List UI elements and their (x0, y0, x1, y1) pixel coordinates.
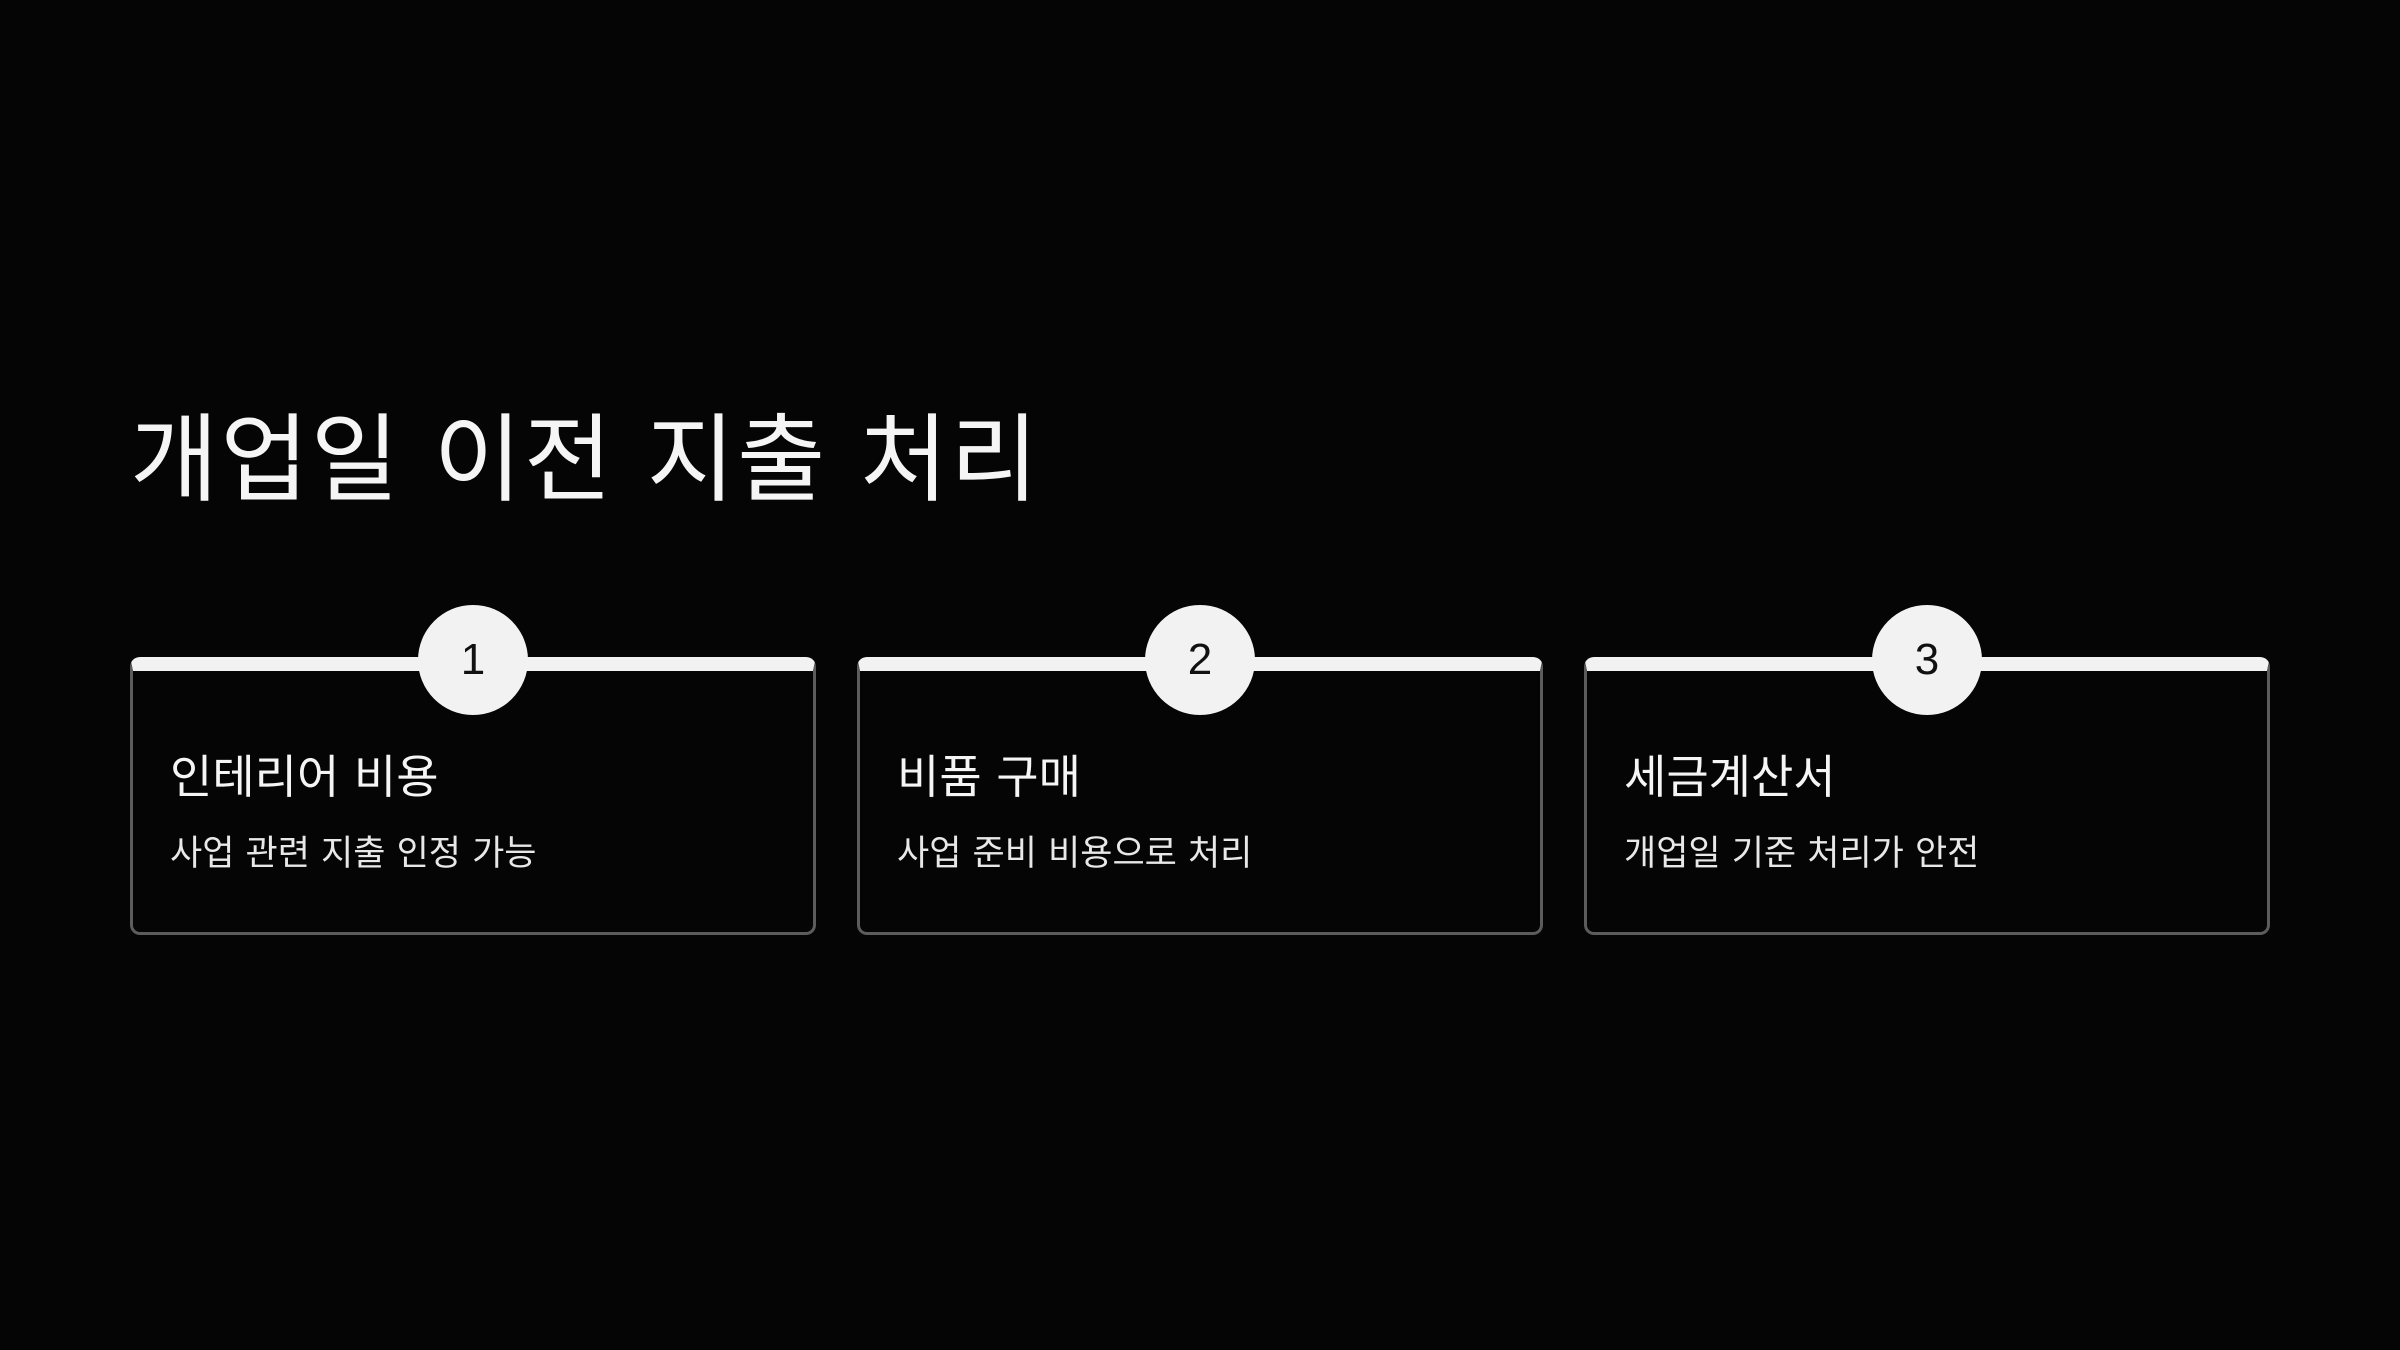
step-number-badge: 2 (1145, 605, 1255, 715)
card-description: 사업 관련 지출 인정 가능 (170, 834, 537, 874)
step-card-2: 2 비품 구매 사업 준비 비용으로 처리 (857, 605, 1543, 935)
card-title: 세금계산서 (1624, 750, 1836, 804)
card-description: 사업 준비 비용으로 처리 (897, 834, 1253, 874)
step-cards: 1 인테리어 비용 사업 관련 지출 인정 가능 2 비품 구매 사업 준비 비… (130, 605, 2270, 935)
step-card-3: 3 세금계산서 개업일 기준 처리가 안전 (1584, 605, 2270, 935)
card-title: 비품 구매 (897, 750, 1081, 804)
card-title: 인테리어 비용 (170, 750, 439, 804)
step-number-badge: 3 (1872, 605, 1982, 715)
slide-title: 개업일 이전 지출 처리 (130, 404, 1041, 516)
step-card-1: 1 인테리어 비용 사업 관련 지출 인정 가능 (130, 605, 816, 935)
step-number-badge: 1 (418, 605, 528, 715)
card-description: 개업일 기준 처리가 안전 (1624, 834, 1980, 874)
